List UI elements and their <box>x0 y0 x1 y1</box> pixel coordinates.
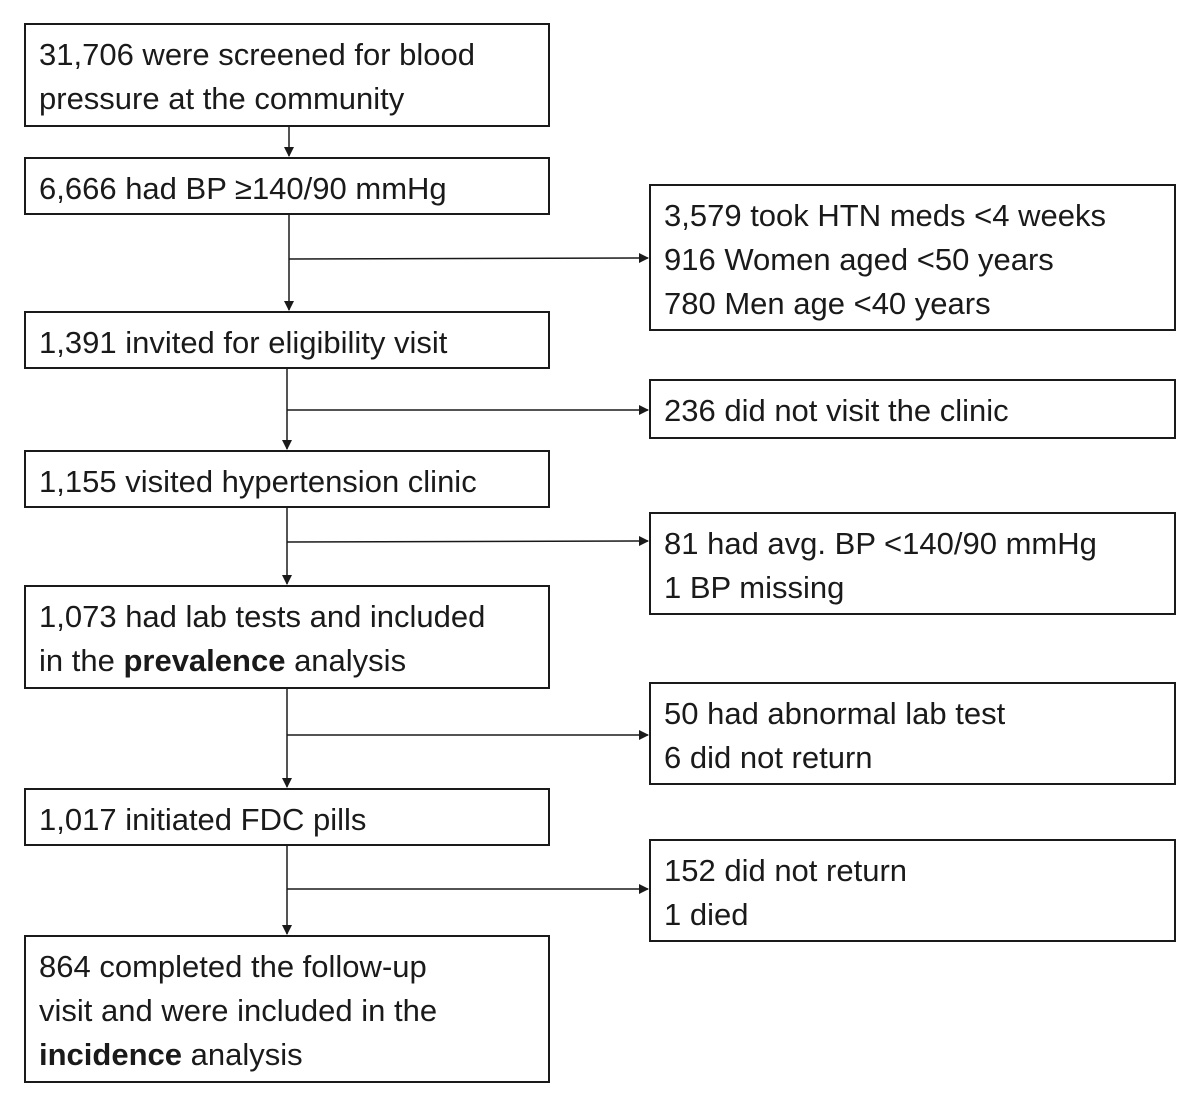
exclusion-text-line: 236 did not visit the clinic <box>664 393 1009 428</box>
flow-box-high-bp: 6,666 had BP ≥140/90 mmHg <box>24 157 550 215</box>
arrow-right-1 <box>288 253 649 264</box>
flow-box-text-line: incidence analysis <box>39 1033 536 1077</box>
exclusion-text-line: 916 Women aged <50 years <box>664 242 1054 277</box>
flow-box-screened: 31,706 were screened for blood pressure a… <box>24 23 550 127</box>
flow-box-text-line: 6,666 had BP ≥140/90 mmHg <box>39 167 536 211</box>
exclusion-text-line: 152 did not return <box>664 853 908 888</box>
exclusion-text-line: 50 had abnormal lab test <box>664 696 1006 731</box>
box-text: 1,155 visited hypertension clinic <box>39 464 477 499</box>
flow-box-text-line: 1,017 initiated FDC pills <box>39 798 536 842</box>
box-text: 864 completed the follow-up <box>39 949 427 984</box>
emphasis-text: prevalence <box>123 643 286 678</box>
exclusion-box-normal-bp: 81 had avg. BP <140/90 mmHg 1 BP missing <box>649 512 1176 615</box>
flow-box-visited: 1,155 visited hypertension clinic <box>24 450 550 508</box>
flow-box-text-line: pressure at the community <box>39 77 536 121</box>
box-text: 6,666 had BP ≥140/90 mmHg <box>39 171 447 206</box>
box-text: pressure at the community <box>39 81 405 116</box>
exclusion-box-abnormal-lab: 50 had abnormal lab test 6 did not return <box>649 682 1176 785</box>
flow-box-text-line: visit and were included in the <box>39 989 536 1033</box>
box-text: analysis <box>285 643 407 678</box>
emphasis-text: incidence <box>39 1037 182 1072</box>
flow-box-text-line: 1,391 invited for eligibility visit <box>39 321 536 365</box>
box-text: 1,017 initiated FDC pills <box>39 802 367 837</box>
box-text: visit and were included in the <box>39 993 438 1028</box>
box-text: analysis <box>182 1037 303 1072</box>
arrow-right-3 <box>286 536 649 547</box>
flow-box-completed: 864 completed the follow-up visit and wer… <box>24 935 550 1083</box>
exclusion-box-lost: 152 did not return 1 died <box>649 839 1176 942</box>
exclusion-text-line: 1 died <box>664 897 749 932</box>
flow-box-fdc: 1,017 initiated FDC pills <box>24 788 550 846</box>
exclusion-box-meds-age: 3,579 took HTN meds <4 weeks 916 Women ag… <box>649 184 1176 331</box>
exclusion-text-line: 3,579 took HTN meds <4 weeks <box>664 198 1106 233</box>
box-text: in the <box>39 643 124 678</box>
exclusion-text-line: 6 did not return <box>664 740 873 775</box>
box-text: 1,391 invited for eligibility visit <box>39 325 448 360</box>
exclusion-text-line: 780 Men age <40 years <box>664 286 991 321</box>
box-text: 1,073 had lab tests and included <box>39 599 486 634</box>
exclusion-text-line: 81 had avg. BP <140/90 mmHg <box>664 526 1097 561</box>
flow-box-invited: 1,391 invited for eligibility visit <box>24 311 550 369</box>
box-text: 31,706 were screened for blood <box>39 37 476 72</box>
exclusion-text-line: 1 BP missing <box>664 570 845 605</box>
exclusion-box-no-visit: 236 did not visit the clinic <box>649 379 1176 439</box>
flow-box-text-line: 31,706 were screened for blood <box>39 33 536 77</box>
flow-box-text-line: 864 completed the follow-up <box>39 945 536 989</box>
flow-box-text-line: in the prevalence analysis <box>39 639 536 683</box>
flow-box-lab-tests: 1,073 had lab tests and included in the p… <box>24 585 550 689</box>
flow-box-text-line: 1,155 visited hypertension clinic <box>39 460 536 504</box>
flow-box-text-line: 1,073 had lab tests and included <box>39 595 536 639</box>
